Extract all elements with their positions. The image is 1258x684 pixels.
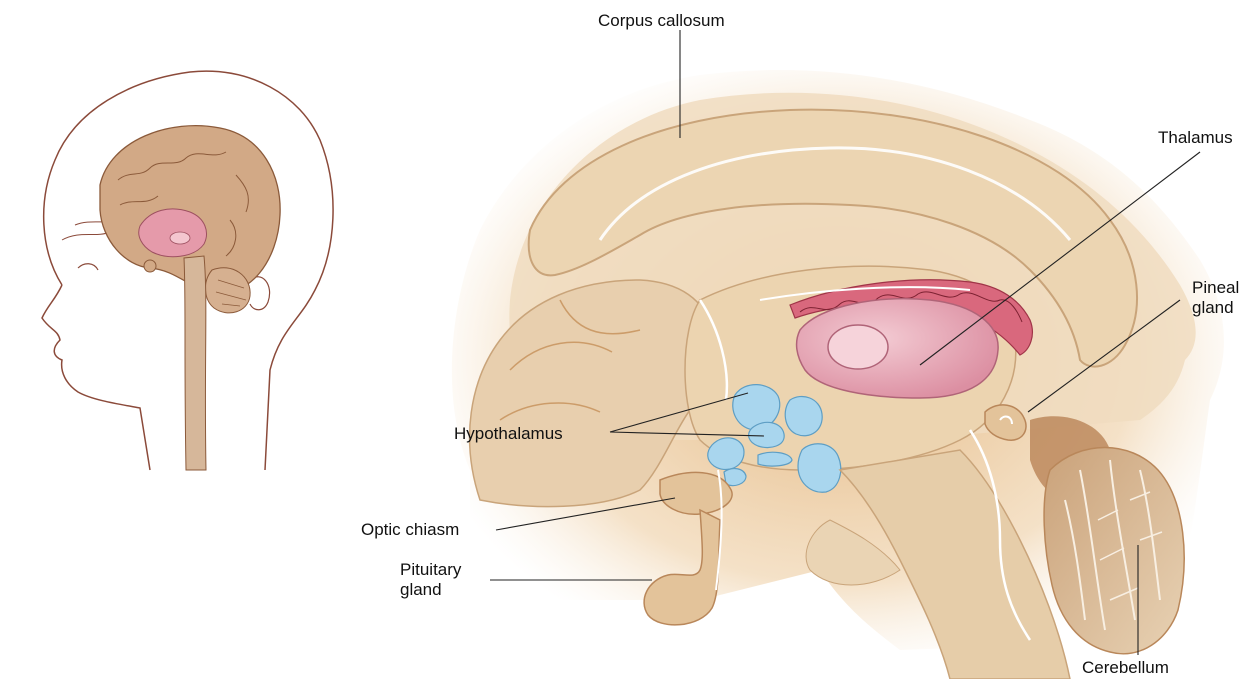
label-optic-chiasm: Optic chiasm bbox=[361, 520, 459, 540]
thalamus-structure bbox=[797, 299, 999, 398]
label-pineal-line1: Pineal bbox=[1192, 278, 1239, 298]
child-head-inset bbox=[42, 71, 333, 470]
label-thalamus: Thalamus bbox=[1158, 128, 1233, 148]
label-pituitary-gland: Pituitary gland bbox=[400, 560, 461, 600]
label-pituitary-line1: Pituitary bbox=[400, 560, 461, 580]
label-cerebellum: Cerebellum bbox=[1082, 658, 1169, 678]
label-pineal-gland: Pineal gland bbox=[1192, 278, 1239, 318]
label-pineal-line2: gland bbox=[1192, 298, 1239, 318]
brain-sagittal-section bbox=[452, 70, 1224, 679]
label-hypothalamus: Hypothalamus bbox=[454, 424, 563, 444]
label-corpus-callosum: Corpus callosum bbox=[598, 11, 725, 31]
label-pituitary-line2: gland bbox=[400, 580, 461, 600]
